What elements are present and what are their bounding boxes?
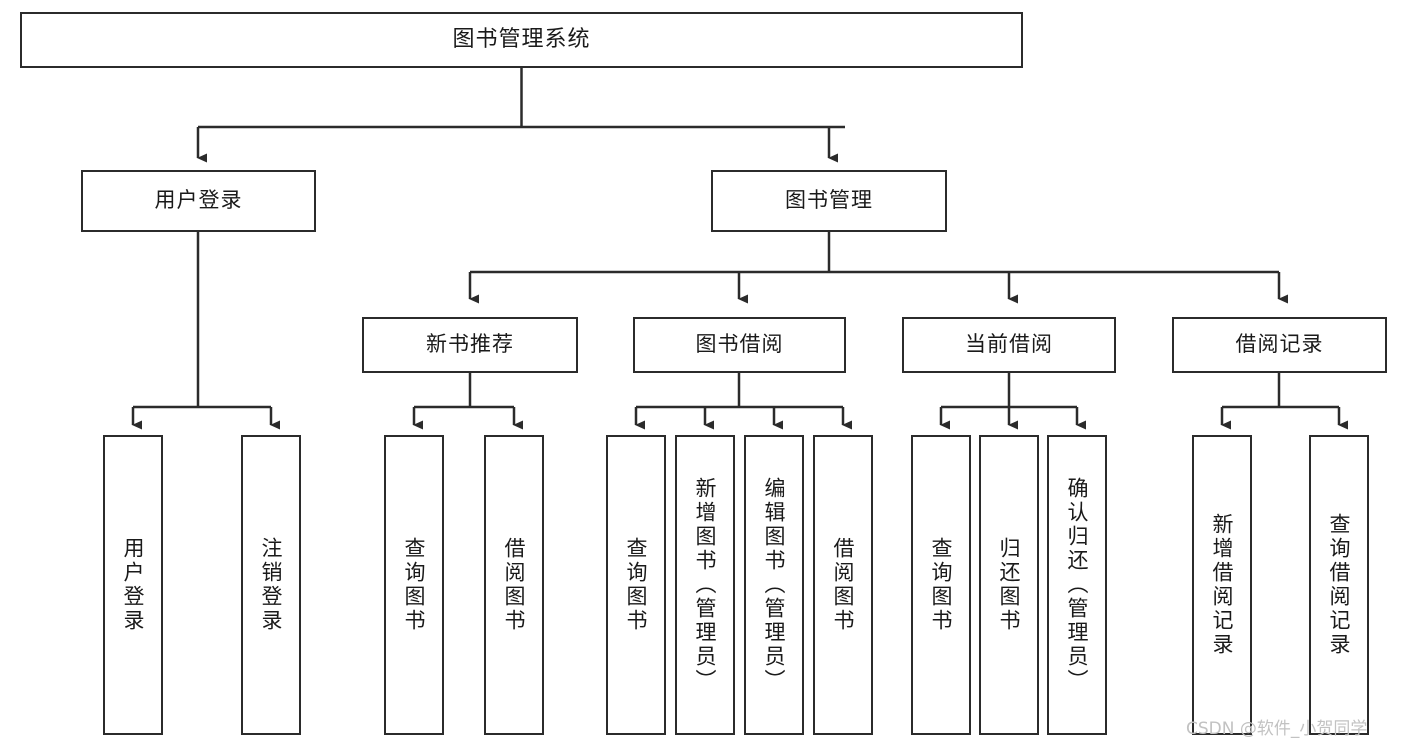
node-label: 查询图书 — [624, 537, 649, 633]
node-label: 图书管理 — [785, 188, 873, 213]
watermark-text: CSDN @软件_小贺同学 — [1186, 719, 1368, 739]
node-label: 编辑图书（管理员） — [762, 477, 787, 693]
node-leaf-edit-book-admin[interactable]: 编辑图书（管理员） — [744, 435, 804, 735]
node-leaf-query-borrow-record[interactable]: 查询借阅记录 — [1309, 435, 1369, 735]
node-label: 查询图书 — [929, 537, 954, 633]
node-label: 确认归还（管理员） — [1065, 477, 1090, 693]
node-book-management[interactable]: 图书管理 — [711, 170, 947, 232]
node-label: 借阅记录 — [1235, 332, 1324, 357]
node-label: 注销登录 — [259, 537, 284, 633]
node-current-borrow[interactable]: 当前借阅 — [902, 317, 1116, 373]
node-label: 新增图书（管理员） — [693, 477, 718, 693]
node-leaf-return-book[interactable]: 归还图书 — [979, 435, 1039, 735]
node-borrow-record[interactable]: 借阅记录 — [1172, 317, 1387, 373]
node-user-login[interactable]: 用户登录 — [81, 170, 316, 232]
node-leaf-query-book-borrow[interactable]: 查询图书 — [606, 435, 666, 735]
node-label: 图书管理系统 — [452, 26, 591, 52]
node-label: 借阅图书 — [502, 537, 527, 633]
node-leaf-logout-login[interactable]: 注销登录 — [241, 435, 301, 735]
node-label: 当前借阅 — [965, 332, 1053, 357]
node-label: 查询借阅记录 — [1327, 513, 1352, 657]
node-leaf-borrow-book[interactable]: 借阅图书 — [813, 435, 873, 735]
node-leaf-add-book-admin[interactable]: 新增图书（管理员） — [675, 435, 735, 735]
node-label: 用户登录 — [121, 537, 146, 633]
node-leaf-borrow-book-recommend[interactable]: 借阅图书 — [484, 435, 544, 735]
node-label: 查询图书 — [402, 537, 427, 633]
node-label: 用户登录 — [154, 188, 243, 213]
node-leaf-add-borrow-record[interactable]: 新增借阅记录 — [1192, 435, 1252, 735]
node-root-book-management-system[interactable]: 图书管理系统 — [20, 12, 1023, 68]
node-leaf-confirm-return-admin[interactable]: 确认归还（管理员） — [1047, 435, 1107, 735]
node-leaf-user-login[interactable]: 用户登录 — [103, 435, 163, 735]
node-label: 新书推荐 — [426, 332, 514, 357]
node-leaf-query-book-current[interactable]: 查询图书 — [911, 435, 971, 735]
node-book-borrow[interactable]: 图书借阅 — [633, 317, 846, 373]
node-label: 借阅图书 — [831, 537, 856, 633]
node-leaf-query-book-recommend[interactable]: 查询图书 — [384, 435, 444, 735]
node-label: 新增借阅记录 — [1210, 513, 1235, 657]
node-label: 归还图书 — [997, 537, 1022, 633]
node-label: 图书借阅 — [695, 332, 784, 357]
node-new-book-recommend[interactable]: 新书推荐 — [362, 317, 578, 373]
